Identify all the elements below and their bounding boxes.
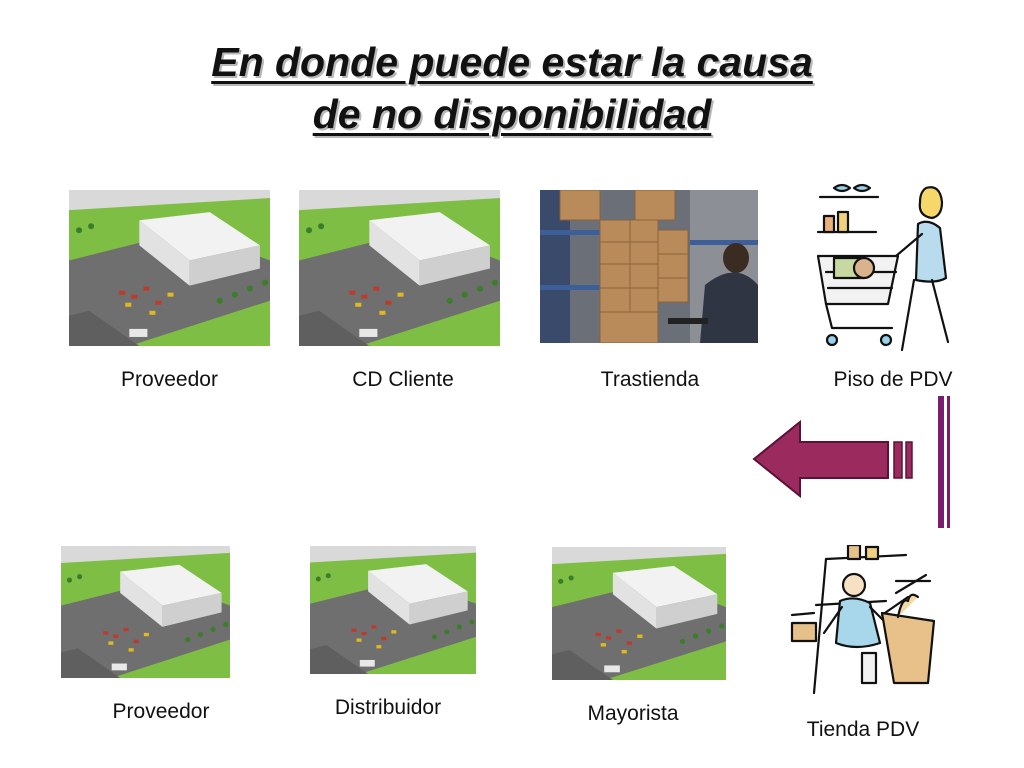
label-tienda-pdv: Tienda PDV xyxy=(806,718,920,741)
label-proveedor-bottom: Proveedor xyxy=(112,700,210,723)
warehouse-image xyxy=(69,190,270,346)
warehouse-image xyxy=(299,190,500,346)
slide-title: En donde puede estar la causa de no disp… xyxy=(0,36,1024,140)
label-distribuidor: Distribuidor xyxy=(334,696,442,719)
left-arrow-icon xyxy=(752,392,958,532)
label-cd-cliente: CD Cliente xyxy=(352,368,454,391)
title-line-2: de no disponibilidad xyxy=(312,91,712,137)
label-mayorista: Mayorista xyxy=(587,702,679,725)
warehouse-image xyxy=(61,546,230,678)
warehouse-image xyxy=(310,546,476,674)
shopkeeper-clipart xyxy=(786,545,944,695)
label-trastienda: Trastienda xyxy=(600,368,700,391)
stockroom-photo xyxy=(540,190,758,343)
shopper-cart-clipart xyxy=(806,180,958,352)
label-piso-de-pdv: Piso de PDV xyxy=(833,368,953,391)
label-proveedor-top: Proveedor xyxy=(121,368,218,391)
warehouse-image xyxy=(552,547,726,680)
title-line-1: En donde puede estar la causa xyxy=(211,39,813,85)
